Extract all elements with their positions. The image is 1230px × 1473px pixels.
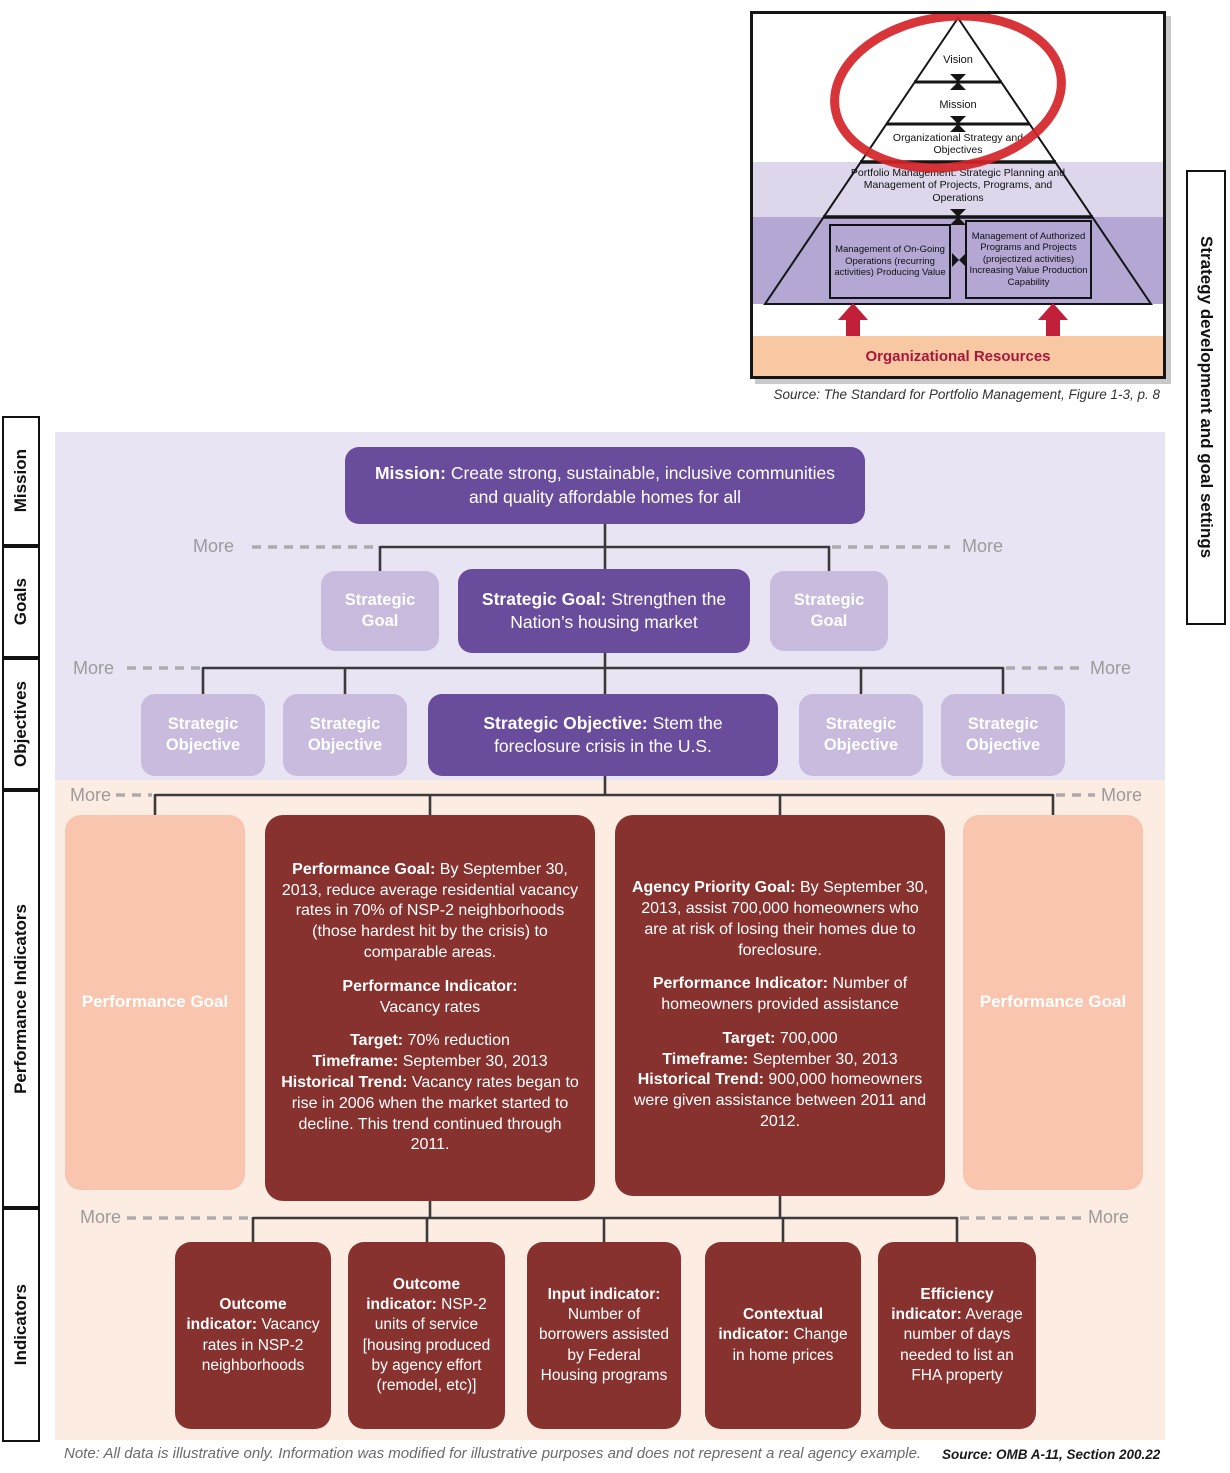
strategic-objective-box-4: Strategic Objective <box>941 694 1065 776</box>
row-label-indicators: Indicators <box>2 1208 40 1442</box>
omb-source-caption: Source: OMB A-11, Section 200.22 <box>942 1447 1161 1462</box>
more-label-indicators-right: More <box>1088 1207 1130 1227</box>
vision-label: Vision <box>943 54 973 66</box>
agency-priority-goal-target-block: Target: 700,000 Timeframe: September 30,… <box>633 1029 927 1131</box>
strategic-objective-box-2-text: Strategic Objective <box>307 714 383 754</box>
row-label-goals: Goals <box>2 546 40 658</box>
row-label-mission-text: Mission <box>11 449 30 513</box>
performance-goal-right-placeholder-box: Performance Goal <box>963 815 1143 1190</box>
mission-level-label: Mission <box>939 99 977 111</box>
mgmt-ongoing-operations-box: Management of On-Going Operations (recur… <box>829 224 951 299</box>
efficiency-indicator-content: Efficiency indicator: Average number of … <box>891 1286 1023 1384</box>
performance-goal-indicator: Performance Indicator:Vacancy rates <box>342 977 518 1016</box>
mission-box-content: Mission: Create strong, sustainable, inc… <box>359 462 851 508</box>
row-label-objectives-text: Objectives <box>11 681 30 767</box>
mgmt-authorized-programs-box: Management of Authorized Programs and Pr… <box>965 220 1092 299</box>
illustrative-note: Note: All data is illustrative only. Inf… <box>64 1445 922 1462</box>
mgmt-authorized-programs-text: Management of Authorized Programs and Pr… <box>969 231 1088 288</box>
strategic-goal-right-text: Strategic Goal <box>793 590 865 630</box>
strategic-goal-center-content: Strategic Goal: Strengthen the Nation’s … <box>472 588 736 634</box>
portfolio-band-label: Portfolio Management: Strategic Planning… <box>850 167 1066 204</box>
strategic-objective-center-text: Stem the foreclosure crisis in the U.S. <box>494 712 723 756</box>
input-indicator-box: Input indicator: Number of borrowers ass… <box>527 1242 681 1429</box>
row-label-indicators-text: Indicators <box>11 1284 30 1366</box>
performance-goal-left-placeholder-box: Performance Goal <box>65 815 245 1190</box>
strategic-objective-box-1: Strategic Objective <box>141 694 265 776</box>
performance-goal-detail-content: Performance Goal: By September 30, 2013,… <box>279 860 581 1156</box>
contextual-indicator-box: Contextual indicator: Change in home pri… <box>705 1242 861 1429</box>
strategy-development-side-label-text: Strategy development and goal settings <box>1197 236 1216 559</box>
more-label-performance-left: More <box>70 785 112 805</box>
strategic-objective-box-2: Strategic Objective <box>283 694 407 776</box>
strategic-objective-box-4-text: Strategic Objective <box>965 714 1041 754</box>
agency-priority-goal-box: Agency Priority Goal: By September 30, 2… <box>615 815 945 1196</box>
strategic-goal-center-text: Strengthen the Nation’s housing market <box>510 588 727 632</box>
portfolio-pyramid-inset: Organizational Resources Vision Mission … <box>750 11 1166 379</box>
more-label-objectives-left: More <box>73 658 115 678</box>
input-indicator-content: Input indicator: Number of borrowers ass… <box>538 1286 670 1384</box>
outcome-indicator-1-content: Outcome indicator: Vacancy rates in NSP-… <box>186 1296 320 1374</box>
org-strategy-label: Organizational Strategy and Objectives <box>892 132 1024 157</box>
agency-priority-goal-content: Agency Priority Goal: By September 30, 2… <box>629 878 931 1133</box>
performance-goal-statement: Performance Goal: By September 30, 2013,… <box>281 860 579 961</box>
agency-priority-goal-statement: Agency Priority Goal: By September 30, 2… <box>631 879 929 959</box>
performance-goal-left-placeholder-text: Performance Goal <box>81 992 229 1012</box>
strategic-objective-box-1-text: Strategic Objective <box>165 714 241 754</box>
row-label-objectives: Objectives <box>2 658 40 790</box>
strategic-goal-right-box: Strategic Goal <box>770 571 888 651</box>
pyramid-band-management <box>753 217 1163 304</box>
mission-box-text: Create strong, sustainable, inclusive co… <box>450 463 836 507</box>
performance-goal-right-placeholder-text: Performance Goal <box>979 992 1127 1012</box>
mission-box-label: Mission: <box>374 463 446 484</box>
more-label-objectives-right: More <box>1090 658 1132 678</box>
more-label-indicators-left: More <box>80 1207 122 1227</box>
pyramid-resources-bar: Organizational Resources <box>753 336 1163 376</box>
outcome-indicator-2-content: Outcome indicator: NSP-2 units of servic… <box>362 1276 491 1394</box>
outcome-indicator-2-box: Outcome indicator: NSP-2 units of servic… <box>348 1242 505 1429</box>
more-label-goals-right: More <box>962 536 1004 556</box>
resources-up-arrow-left <box>838 303 868 336</box>
strategic-goal-center-box: Strategic Goal: Strengthen the Nation’s … <box>458 569 750 653</box>
row-label-performance-indicators-text: Performance Indicators <box>11 904 30 1094</box>
performance-goal-target-block: Target: 70% reduction Timeframe: Septemb… <box>281 1032 579 1154</box>
row-label-mission: Mission <box>2 416 40 546</box>
row-label-goals-text: Goals <box>11 578 30 626</box>
more-label-performance-right: More <box>1101 785 1143 805</box>
contextual-indicator-content: Contextual indicator: Change in home pri… <box>718 1306 848 1364</box>
row-label-performance-indicators: Performance Indicators <box>2 790 40 1208</box>
mgmt-ongoing-operations-text: Management of On-Going Operations (recur… <box>834 244 946 279</box>
outcome-indicator-1-box: Outcome indicator: Vacancy rates in NSP-… <box>175 1242 331 1429</box>
organizational-resources-label: Organizational Resources <box>865 347 1051 365</box>
efficiency-indicator-box: Efficiency indicator: Average number of … <box>878 1242 1036 1429</box>
strategic-objective-center-box: Strategic Objective: Stem the foreclosur… <box>428 694 778 776</box>
mission-box: Mission: Create strong, sustainable, inc… <box>345 447 865 524</box>
strategic-goal-center-label: Strategic Goal: <box>481 588 607 609</box>
more-label-goals-left: More <box>193 536 235 556</box>
strategic-objective-center-label: Strategic Objective: <box>483 712 648 733</box>
strategic-objective-box-3-text: Strategic Objective <box>823 714 899 754</box>
strategy-development-side-label: Strategy development and goal settings <box>1186 170 1226 625</box>
strategic-objective-box-3: Strategic Objective <box>799 694 923 776</box>
agency-priority-goal-indicator: Performance Indicator: Number of homeown… <box>652 975 908 1014</box>
resources-up-arrow-right <box>1038 303 1068 336</box>
strategic-goal-left-box: Strategic Goal <box>321 571 439 651</box>
pyramid-source-caption: Source: The Standard for Portfolio Manag… <box>773 387 1160 402</box>
strategic-goal-left-text: Strategic Goal <box>344 590 416 630</box>
strategic-objective-center-content: Strategic Objective: Stem the foreclosur… <box>442 712 764 758</box>
performance-goal-detail-box: Performance Goal: By September 30, 2013,… <box>265 815 595 1201</box>
